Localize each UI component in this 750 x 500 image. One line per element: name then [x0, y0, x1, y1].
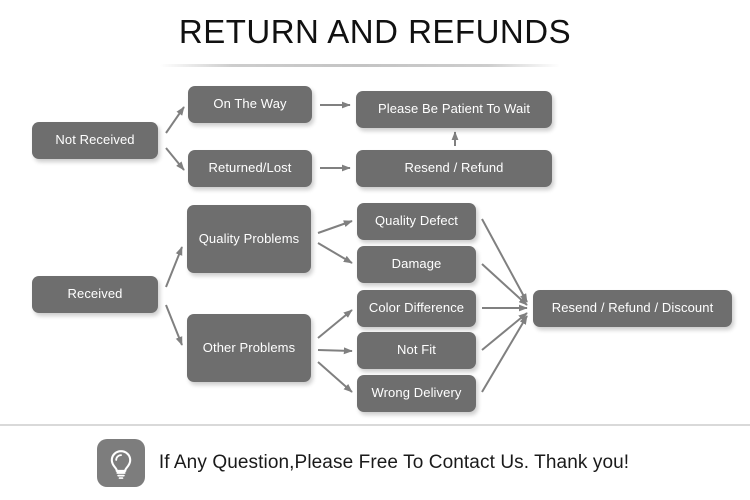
flow-arrow-quality-problems-to-quality-defect [317, 220, 353, 234]
footer-message: If Any Question,Please Free To Contact U… [158, 452, 630, 473]
flow-arrow-received-to-other-problems [165, 304, 183, 346]
flow-node-quality-defect[interactable]: Quality Defect [357, 203, 476, 240]
flow-node-label: Please Be Patient To Wait [377, 101, 531, 117]
page-title: RETURN AND REFUNDS [178, 13, 572, 50]
flow-arrow-other-problems-to-not-fit [317, 347, 353, 355]
flow-arrow-other-problems-to-color-difference [317, 309, 353, 339]
flow-node-label: Wrong Delivery [371, 385, 462, 401]
flow-node-label: Damage [391, 256, 442, 272]
flow-node-label: Received [67, 286, 123, 302]
flow-arrow-not-received-to-on-the-way [165, 106, 185, 134]
footer: If Any Question,Please Free To Contact U… [0, 426, 750, 500]
flow-arrow-quality-problems-to-damage [317, 242, 353, 264]
flow-node-resend-refund[interactable]: Resend / Refund [356, 150, 552, 187]
flow-arrow-not-fit-to-resend-refund-discount [481, 312, 528, 351]
flow-node-damage[interactable]: Damage [357, 246, 476, 283]
flow-node-on-the-way[interactable]: On The Way [188, 86, 312, 123]
footer-divider [0, 424, 750, 426]
flow-arrow-quality-defect-to-resend-refund-discount [481, 218, 528, 303]
title-divider [160, 64, 560, 67]
flow-node-label: Resend / Refund [404, 160, 504, 176]
flow-arrow-damage-to-resend-refund-discount [481, 263, 528, 306]
flowchart-connectors [165, 101, 528, 393]
flow-node-label: Other Problems [202, 339, 296, 355]
flow-node-returned-lost[interactable]: Returned/Lost [188, 150, 312, 187]
flow-arrow-wrong-delivery-to-resend-refund-discount [481, 315, 528, 393]
flow-node-label: Color Difference [368, 300, 465, 316]
flow-node-received[interactable]: Received [32, 276, 158, 313]
flow-node-label: Not Received [55, 132, 135, 148]
flow-node-other-problems[interactable]: Other Problems [187, 314, 311, 382]
flow-node-color-difference[interactable]: Color Difference [357, 290, 476, 327]
flow-node-not-fit[interactable]: Not Fit [357, 332, 476, 369]
flow-node-label: Quality Defect [374, 213, 459, 229]
header: RETURN AND REFUNDS [0, 0, 750, 70]
flow-arrow-received-to-quality-problems [165, 246, 183, 288]
flow-node-label: Resend / Refund / Discount [551, 300, 714, 316]
flow-node-quality-problems[interactable]: Quality Problems [187, 205, 311, 273]
flow-node-not-received[interactable]: Not Received [32, 122, 158, 159]
flow-node-please-be-patient[interactable]: Please Be Patient To Wait [356, 91, 552, 128]
flow-node-label: Returned/Lost [208, 160, 292, 176]
flow-node-resend-refund-discount[interactable]: Resend / Refund / Discount [533, 290, 732, 327]
flow-node-label: Quality Problems [198, 230, 300, 246]
flow-node-wrong-delivery[interactable]: Wrong Delivery [357, 375, 476, 412]
flow-node-label: On The Way [213, 96, 287, 112]
flow-arrow-not-received-to-returned-lost [165, 147, 185, 171]
flow-arrow-other-problems-to-wrong-delivery [317, 361, 353, 393]
flow-node-label: Not Fit [397, 342, 436, 358]
lightbulb-icon [96, 439, 145, 487]
